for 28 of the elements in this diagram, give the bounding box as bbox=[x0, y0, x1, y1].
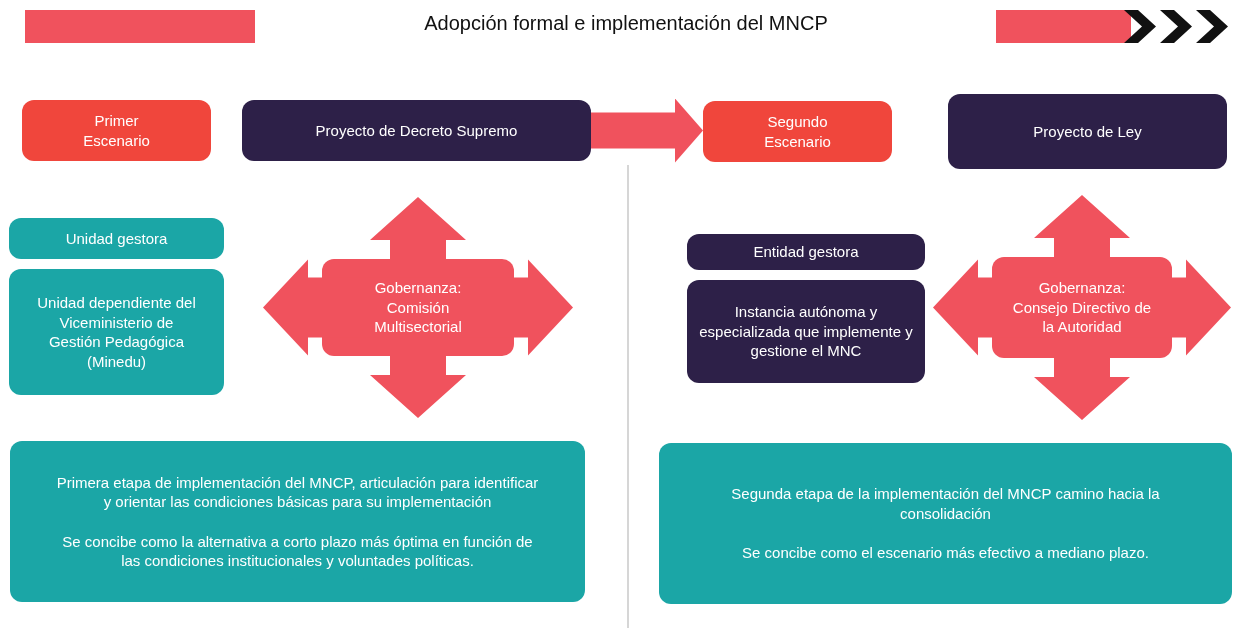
node-label: Segunda etapa de la implementación del MNCP camino hacia la consolidación bbox=[730, 484, 1161, 524]
node-label: Primer Escenario bbox=[82, 111, 151, 150]
entity-label-box bbox=[9, 218, 224, 259]
description-box bbox=[659, 443, 1232, 604]
description-box bbox=[10, 441, 585, 602]
note-text: Se concibe como la alternativa a corto plazo más óptima en función de las condiciones institucionales y voluntades políticas. bbox=[61, 531, 534, 571]
node-label: Primera etapa de implementación del MNCP, articulación para identificar y orientar las condiciones básicas para su implementación bbox=[55, 472, 540, 512]
node-label: Gobernanza: Comisión Multisectorial bbox=[373, 278, 463, 337]
project-box bbox=[242, 100, 591, 161]
note-text: Se concibe como el escenario más efectivo a mediano plazo. bbox=[742, 543, 1149, 563]
node-label: Proyecto de Ley bbox=[1033, 121, 1142, 142]
title: Adopción formal e implementación del MNCP bbox=[423, 12, 829, 35]
scenario-box bbox=[703, 101, 892, 162]
node-label: Unidad dependiente del Viceministerio de Gestión Pedagógica (Minedu) bbox=[36, 293, 197, 371]
governance-cross bbox=[933, 195, 1231, 420]
node-label: Entidad gestora bbox=[753, 242, 859, 262]
project-box bbox=[948, 94, 1227, 169]
governance-cross bbox=[263, 197, 573, 418]
node-label: Segundo Escenario bbox=[763, 112, 832, 151]
node-label: Instancia autónoma y especializada que implemente y gestione el MNC bbox=[698, 302, 914, 361]
node-label: Gobernanza: Consejo Directivo de la Autoridad bbox=[1012, 278, 1152, 337]
entity-label-box bbox=[687, 234, 925, 270]
block-arrow bbox=[591, 98, 703, 163]
node-label: Unidad gestora bbox=[65, 228, 168, 249]
node-label: Proyecto de Decreto Supremo bbox=[315, 120, 518, 141]
scenario-box bbox=[22, 100, 211, 161]
entity-box bbox=[9, 269, 224, 395]
entity-box bbox=[687, 280, 925, 383]
